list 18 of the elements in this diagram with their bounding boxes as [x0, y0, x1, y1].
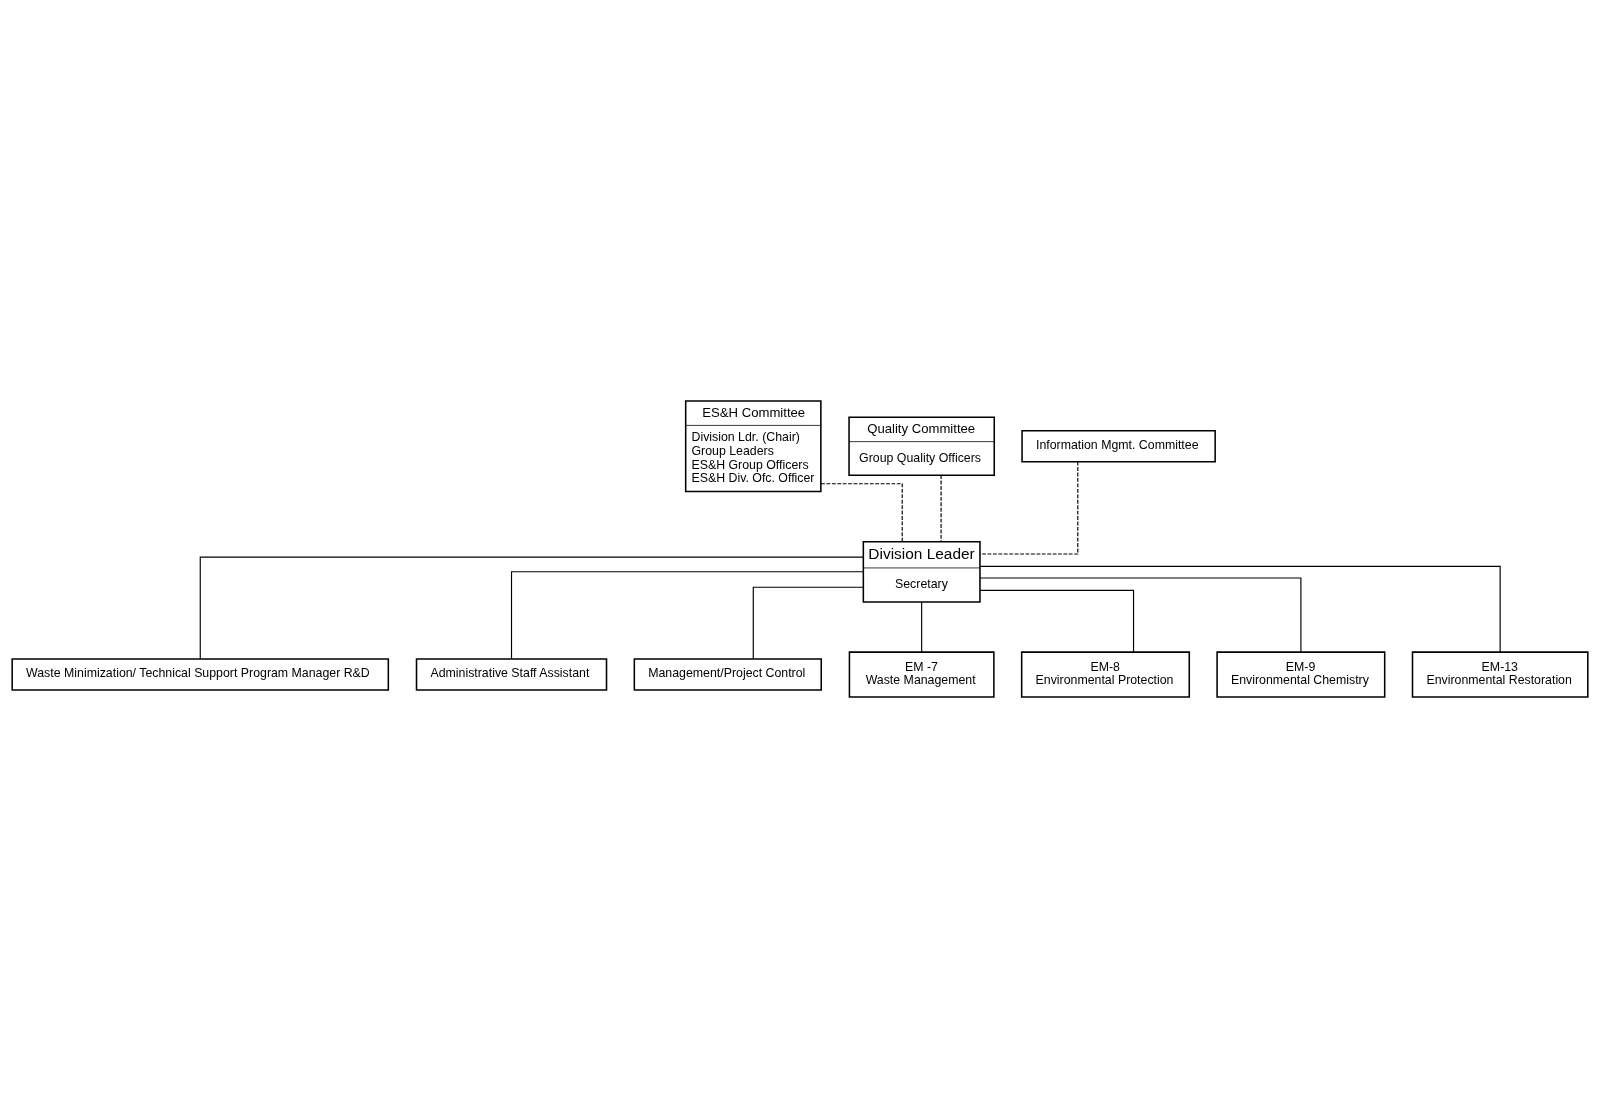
connector	[940, 474, 942, 543]
connector	[752, 586, 864, 660]
connector	[979, 589, 1135, 653]
node-box: Administrative Staff Assistant	[415, 658, 608, 691]
node-box: EM-13 Environmental Restoration	[1411, 651, 1589, 698]
node-box: EM-8 Environmental Protection	[1020, 651, 1191, 698]
connector	[510, 571, 864, 660]
connector	[199, 556, 864, 660]
node-box: EM-9 Environmental Chemistry	[1216, 651, 1386, 698]
connector	[979, 577, 1302, 653]
connector	[979, 461, 1079, 555]
connector	[979, 565, 1501, 653]
connector	[820, 483, 903, 543]
connector	[921, 601, 923, 653]
node-box: Management/Project Control	[633, 658, 822, 691]
node-box: EM -7 Waste Management	[848, 651, 995, 698]
node-box: Waste Minimization/ Technical Support Program Manager R&D	[11, 658, 390, 691]
node-box: Information Mgmt. Committee	[1021, 430, 1216, 463]
